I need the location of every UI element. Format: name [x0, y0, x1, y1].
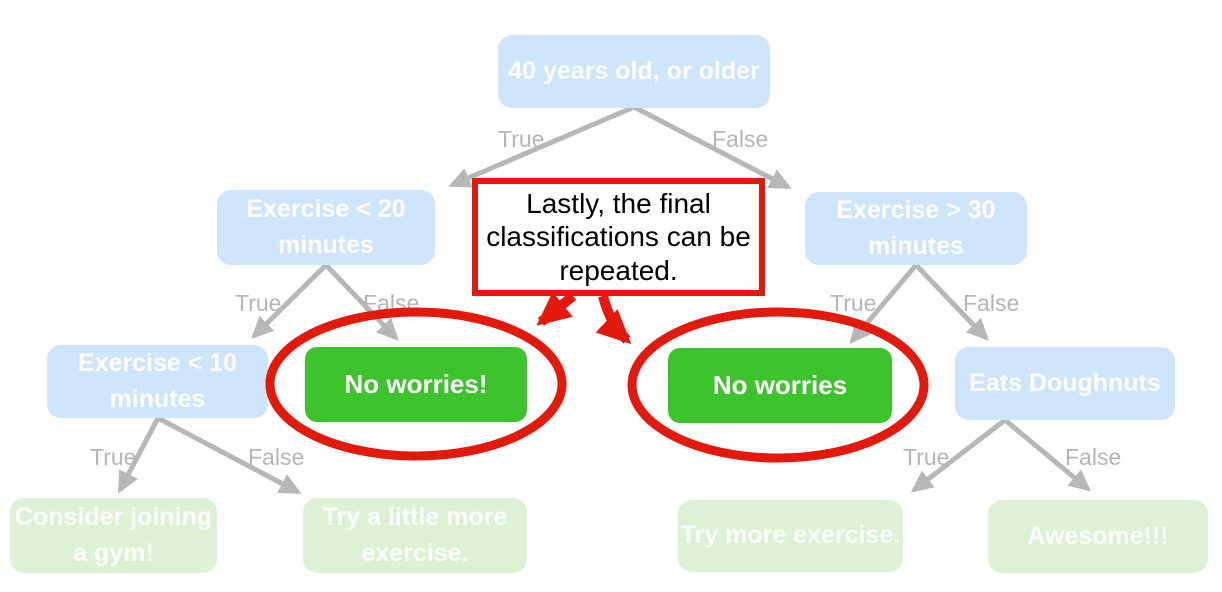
node-exercise-lt-10: Exercise < 10 minutes — [47, 345, 268, 418]
branch-label-doughnuts-true: True — [903, 444, 950, 470]
node-no-worries-left: No worries! — [305, 347, 527, 422]
node-no-worries-right: No worries — [668, 348, 892, 423]
branch-label-ex20-false: False — [363, 290, 420, 316]
node-exercise-lt-20: Exercise < 20 minutes — [217, 190, 435, 265]
node-try-more: Try more exercise. — [678, 500, 903, 572]
branch-label-ex10-false: False — [248, 444, 305, 470]
branch-label-ex30-false: False — [963, 290, 1020, 316]
branch-label-ex30-true: True — [830, 290, 877, 316]
branch-label-root-false: False — [712, 126, 769, 152]
node-awesome: Awesome!!! — [988, 500, 1208, 573]
node-consider-gym: Consider joining a gym! — [10, 498, 217, 573]
red-arrow-right-icon — [595, 294, 632, 345]
callout-box: Lastly, the final classifications can be… — [472, 178, 765, 296]
branch-label-ex20-true: True — [235, 290, 282, 316]
branch-label-doughnuts-false: False — [1065, 444, 1122, 470]
node-exercise-gt-30: Exercise > 30 minutes — [805, 192, 1027, 265]
node-root: 40 years old, or older — [498, 35, 770, 108]
callout-text: Lastly, the final classifications can be… — [486, 188, 751, 286]
node-eats-doughnuts: Eats Doughnuts — [955, 347, 1175, 420]
branch-label-ex10-true: True — [90, 444, 137, 470]
branch-label-root-true: True — [498, 126, 545, 152]
red-arrow-left-icon — [536, 291, 577, 326]
node-try-little-more: Try a little more exercise. — [303, 498, 527, 573]
